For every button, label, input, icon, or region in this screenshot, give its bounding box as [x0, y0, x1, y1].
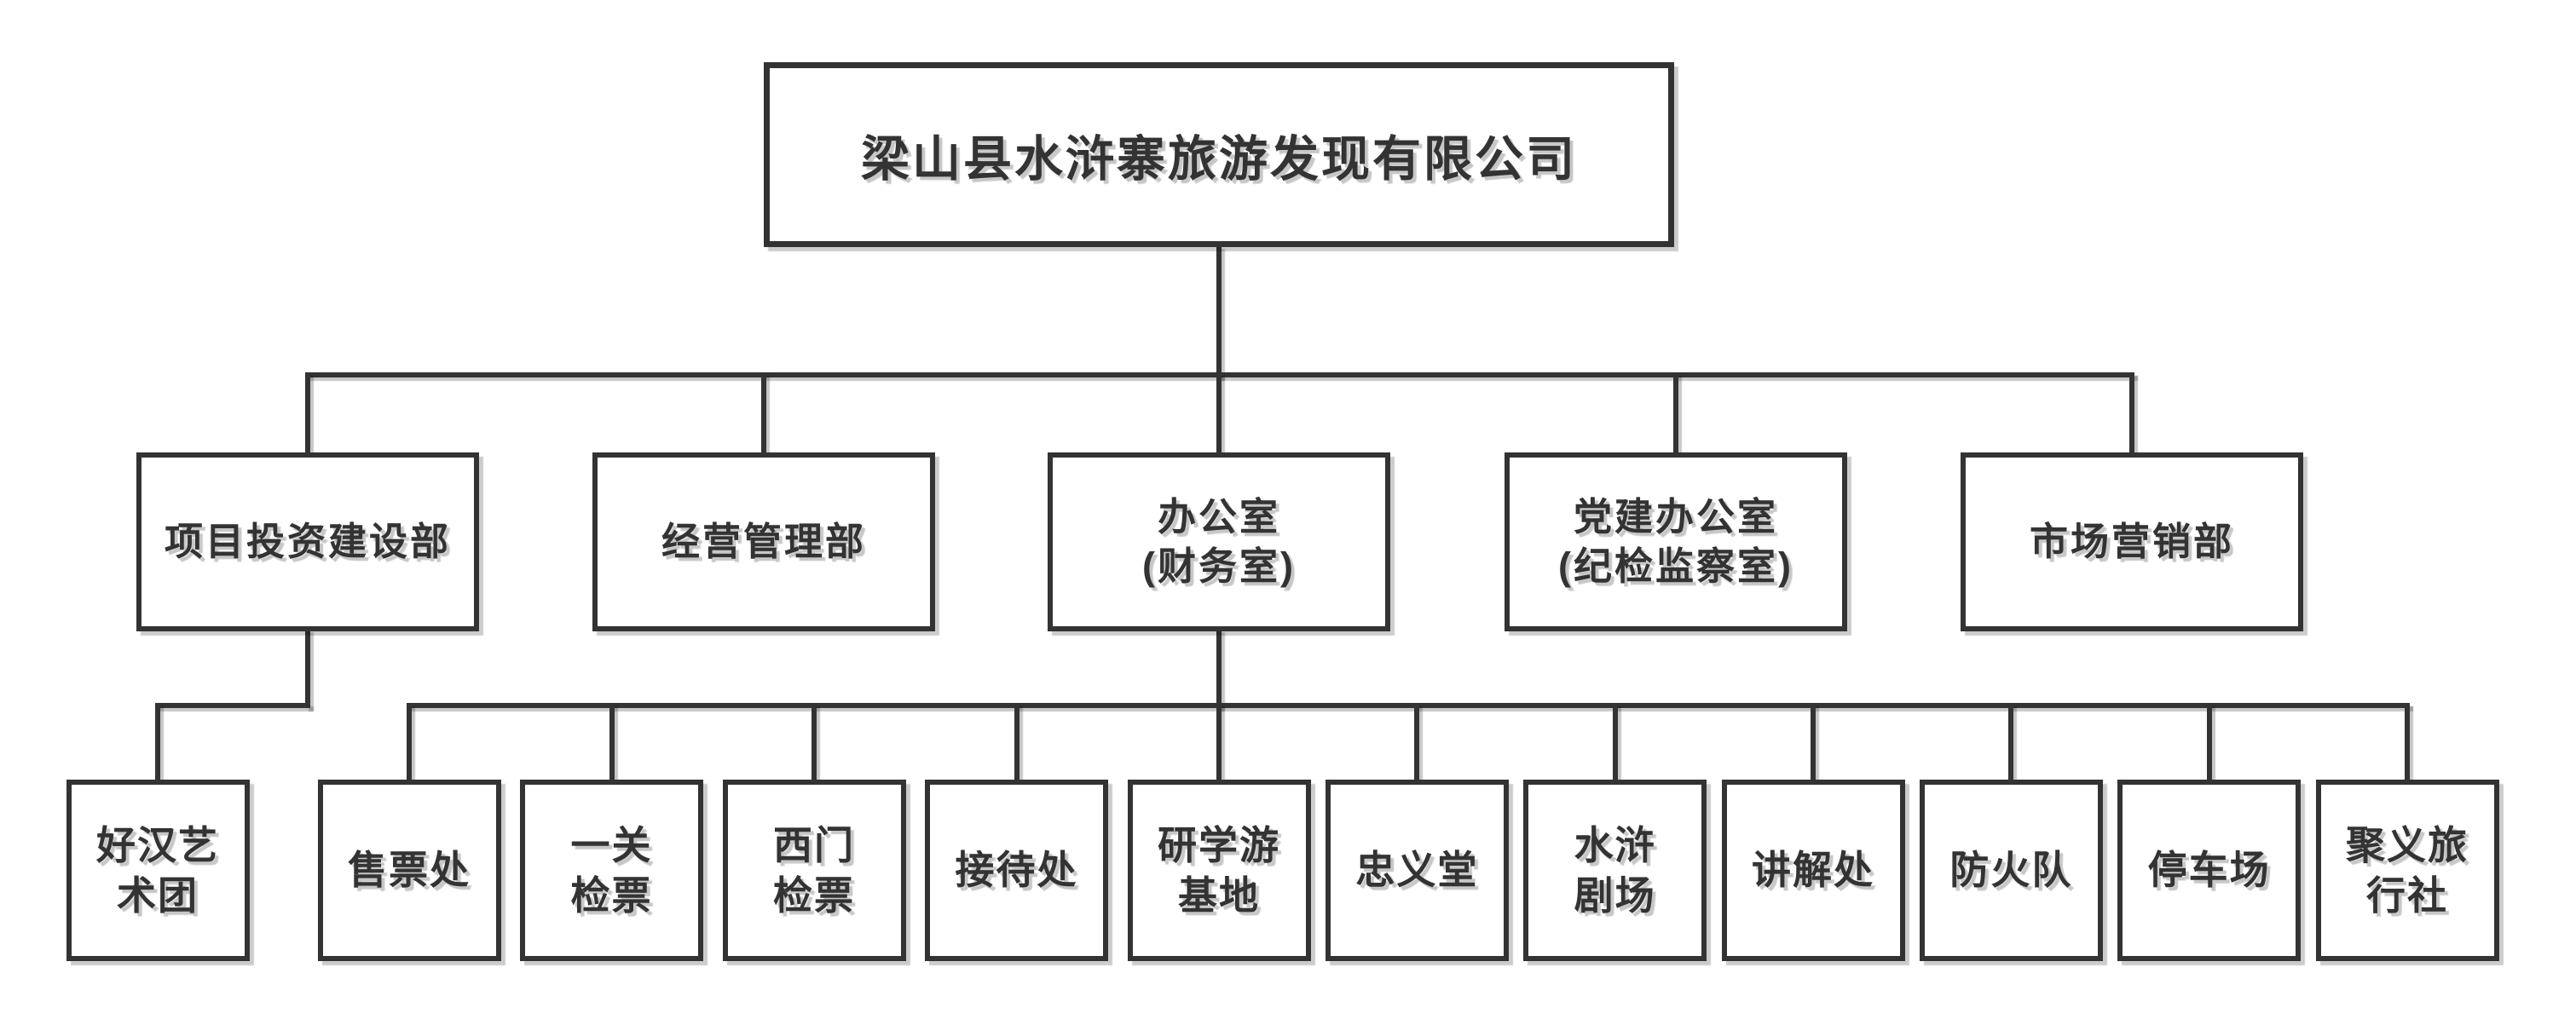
org-node-label: 聚义旅 [2346, 822, 2469, 867]
connector-level2-drop-project-investment-dept [305, 372, 310, 457]
org-node-yiguan-ticket-check: 一关检票 [520, 780, 703, 961]
connector-level2-drop-office [1216, 372, 1222, 457]
connector-level3-drop-fire-brigade [2008, 703, 2014, 784]
org-node-label: 停车场 [2147, 848, 2271, 893]
org-node-label: 售票处 [348, 848, 471, 893]
connector-level3-bus [407, 703, 2410, 708]
org-node-marketing-dept: 市场营销部 [1961, 452, 2303, 631]
org-node-label: 党建办公室 [1573, 494, 1778, 538]
connector-level3-drop-guide-office [1811, 703, 1816, 784]
org-node-shuihu-theater: 水浒剧场 [1523, 780, 1707, 961]
connector-level3-drop-study-tour-base [1216, 703, 1222, 784]
org-node-zhongyi-hall: 忠义堂 [1325, 780, 1509, 961]
org-node-operations-dept: 经营管理部 [592, 452, 935, 631]
org-node-west-gate-ticket-check: 西门检票 [722, 780, 906, 961]
org-node-label: (财务室) [1142, 544, 1296, 588]
org-node-office: 办公室 (财务室) [1048, 452, 1390, 631]
connector-level2-drop-party-building-office [1673, 372, 1678, 457]
org-node-party-building-office: 党建办公室 (纪检监察室) [1505, 452, 1847, 631]
connector-haohan-jog [155, 703, 310, 708]
connector-root-trunk [1216, 245, 1222, 377]
org-node-label: 水浒 [1574, 822, 1656, 867]
org-node-label: (纪检监察室) [1558, 544, 1793, 588]
org-node-label: 防火队 [1949, 848, 2073, 893]
org-node-label: 忠义堂 [1355, 848, 1479, 893]
connector-level3-drop-yiguan-ticket-check [609, 703, 615, 784]
org-node-label: 一关 [570, 822, 653, 867]
connector-level3-drop-shuihu-theater [1612, 703, 1618, 784]
org-node-label: 接待处 [955, 848, 1078, 893]
org-node-label: 讲解处 [1752, 848, 1874, 893]
connector-level3-drop-west-gate-ticket-check [811, 703, 817, 784]
org-node-label: 市场营销部 [2029, 519, 2234, 563]
connector-level3-drop-juyi-travel-agency [2405, 703, 2410, 784]
org-node-label: 基地 [1178, 872, 1260, 918]
org-node-guide-office: 讲解处 [1721, 780, 1905, 961]
org-node-label: 办公室 [1157, 494, 1280, 538]
org-node-label: 经营管理部 [661, 519, 866, 563]
connector-haohan-drop [155, 703, 160, 784]
org-node-label: 西门 [773, 822, 855, 867]
org-node-label: 梁山县水浒寨旅游发现有限公司 [861, 131, 1577, 187]
org-node-label: 剧场 [1574, 872, 1656, 918]
org-node-reception: 接待处 [925, 780, 1108, 961]
org-node-company: 梁山县水浒寨旅游发现有限公司 [764, 62, 1674, 247]
connector-level2-drop-marketing-dept [2129, 372, 2134, 457]
org-node-project-investment-dept: 项目投资建设部 [136, 452, 479, 631]
connector-office-trunk [1216, 629, 1222, 708]
connector-level3-drop-parking-lot [2206, 703, 2212, 784]
org-node-juyi-travel-agency: 聚义旅行社 [2315, 780, 2499, 961]
org-node-ticket-office: 售票处 [317, 780, 501, 961]
org-node-label: 研学游 [1158, 822, 1280, 867]
org-node-label: 好汉艺 [96, 822, 219, 867]
org-node-haohan-art-troupe: 好汉艺术团 [66, 780, 250, 961]
connector-level3-drop-reception [1014, 703, 1019, 784]
org-node-parking-lot: 停车场 [2117, 780, 2302, 961]
connector-project-dept-drop [305, 629, 310, 708]
org-node-label: 术团 [117, 872, 199, 918]
org-node-fire-brigade: 防火队 [1919, 780, 2103, 961]
connector-level2-drop-operations-dept [761, 372, 766, 457]
connector-level3-drop-ticket-office [407, 703, 412, 784]
org-node-label: 检票 [773, 872, 855, 918]
connector-level3-drop-zhongyi-hall [1414, 703, 1420, 784]
org-node-label: 行社 [2366, 872, 2448, 918]
org-node-label: 检票 [570, 872, 653, 918]
org-node-study-tour-base: 研学游基地 [1127, 780, 1311, 961]
org-node-label: 项目投资建设部 [164, 519, 451, 563]
